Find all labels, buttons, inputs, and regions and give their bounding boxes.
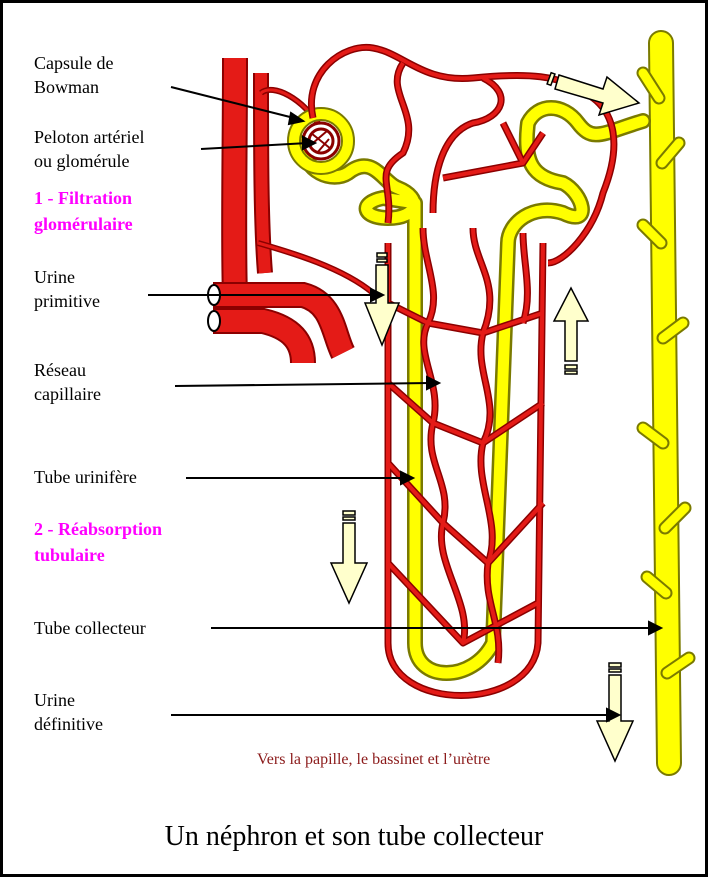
note-vers-papille: Vers la papille, le bassinet et l’urètre — [257, 751, 490, 769]
label-tube-collecteur: Tube collecteur — [34, 616, 146, 640]
diagram-caption: Un néphron et son tube collecteur — [3, 821, 705, 853]
collecting-duct — [643, 43, 689, 763]
label-urine-definitive: Urine définitive — [34, 688, 103, 736]
label-capsule-bowman: Capsule de Bowman — [34, 51, 113, 99]
blood-vessels — [208, 58, 373, 363]
label-reseau-capillaire: Réseau capillaire — [34, 358, 101, 406]
arrow-down-icon — [331, 511, 367, 603]
label-tube-urinifere: Tube urinifère — [34, 465, 137, 489]
arrow-up-icon — [554, 288, 588, 374]
label-filtration: 1 - Filtration glomérulaire — [34, 185, 133, 237]
label-urine-primitive: Urine primitive — [34, 265, 100, 313]
label-reabsorption: 2 - Réabsorption tubulaire — [34, 516, 162, 568]
label-peloton-arteriel: Peloton artériel ou glomérule — [34, 125, 144, 173]
